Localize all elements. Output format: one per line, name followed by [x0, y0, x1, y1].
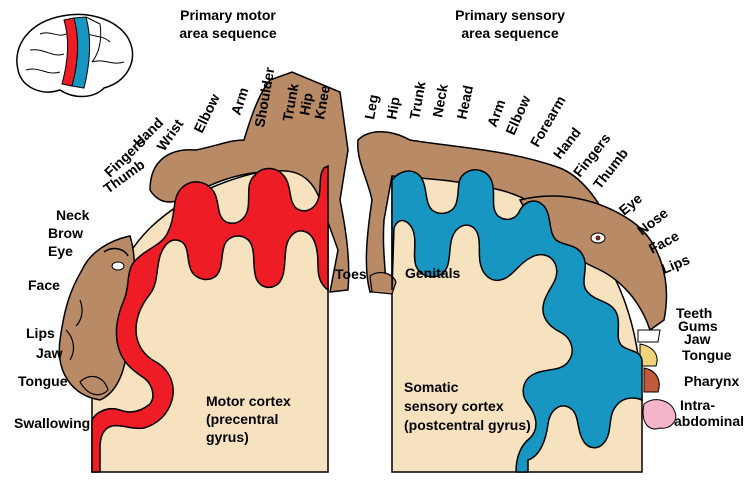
motor-label-lips: Lips: [26, 325, 55, 341]
motor-heading-line1: Primary motor: [180, 7, 276, 23]
sensory-heading-line2: area sequence: [461, 25, 558, 41]
motor-label-knee: Knee: [311, 84, 333, 121]
sensory-label-trunk: Trunk: [406, 80, 428, 121]
sensory-label-intra: Intra-: [680, 397, 715, 413]
sensory-label-neck: Neck: [429, 83, 451, 119]
motor-label-eye: Eye: [48, 243, 73, 259]
sensory-heading-line1: Primary sensory: [455, 7, 565, 23]
motor-cortex-label-line2: (precentral: [206, 411, 278, 427]
motor-cortex-label-line1: Motor cortex: [206, 393, 291, 409]
sensory-label-pharynx: Pharynx: [684, 373, 739, 389]
sensory-label-hand: Hand: [550, 124, 584, 161]
motor-cortex-label-line3: gyrus): [206, 429, 249, 445]
sensory-label-teeth: Teeth: [676, 305, 712, 321]
sensory-cortex-label-line1: Somatic: [404, 379, 459, 395]
motor-label-trunk: Trunk: [279, 82, 301, 123]
motor-label-elbow: Elbow: [190, 91, 222, 135]
sensory-label-elbow: Elbow: [502, 93, 533, 137]
sensory-label-hip: Hip: [383, 96, 403, 121]
sensory-cortex-label-line2: sensory cortex: [404, 398, 504, 414]
sensory-label-gums: Gums: [678, 318, 718, 334]
sensory-label-jaw: Jaw: [684, 331, 711, 347]
sensory-cortex-label-line3: (postcentral gyrus): [404, 417, 531, 433]
motor-cortex-section: [58, 71, 350, 473]
sensory-label-tongue: Tongue: [682, 347, 732, 363]
motor-homunculus-figure: [58, 71, 350, 401]
sensory-label-genitals: Genitals: [405, 265, 460, 281]
motor-label-jaw: Jaw: [36, 345, 63, 361]
motor-label-hip: Hip: [296, 92, 316, 117]
motor-label-face: Face: [28, 277, 60, 293]
sensory-label-abdominal: abdominal: [674, 413, 744, 429]
sensory-label-lips: Lips: [659, 251, 692, 277]
sensory-cortex-section: [357, 131, 677, 473]
motor-label-tongue: Tongue: [18, 373, 68, 389]
motor-label-brow: Brow: [48, 225, 83, 241]
sensory-label-leg: Leg: [361, 93, 381, 120]
motor-label-neck: Neck: [56, 207, 90, 223]
motor-label-arm: Arm: [228, 85, 252, 117]
motor-label-toes: Toes: [335, 266, 367, 282]
motor-heading-line2: area sequence: [179, 25, 276, 41]
brain-inset-icon: [16, 13, 134, 98]
motor-label-swallowing: Swallowing: [14, 415, 90, 431]
sensory-label-head: Head: [453, 84, 476, 121]
